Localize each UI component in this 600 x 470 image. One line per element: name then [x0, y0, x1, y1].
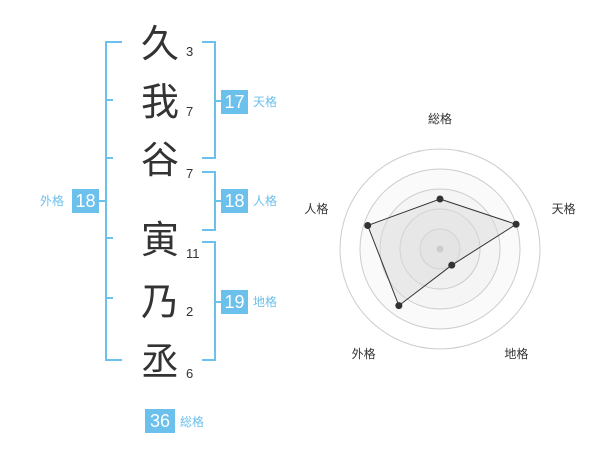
name-char-4: 寅	[140, 218, 179, 262]
radar-axis-label-3: 外格	[352, 346, 376, 361]
radar-point-4	[364, 222, 372, 230]
name-char-1: 久	[140, 22, 179, 66]
stroke-count-3: 7	[186, 166, 194, 181]
stroke-count-2: 7	[186, 104, 194, 119]
radar-axis-label-4: 人格	[304, 201, 328, 216]
tenkaku-value: 17	[221, 90, 248, 114]
chikaku-value: 19	[221, 290, 248, 314]
name-char-5: 乃	[140, 280, 179, 324]
soukaku-value: 36	[145, 409, 175, 433]
name-char-6: 丞	[140, 340, 179, 384]
stroke-count-5: 2	[186, 304, 194, 319]
radar-point-2	[448, 261, 456, 269]
stroke-count-1: 3	[186, 44, 194, 59]
radar-axis-label-1: 天格	[552, 201, 576, 216]
tenkaku-label: 天格	[253, 95, 278, 109]
soukaku-label: 総格	[180, 415, 205, 429]
chikaku-label: 地格	[253, 295, 278, 309]
radar-points	[364, 195, 520, 310]
stroke-count-4: 11	[186, 246, 200, 261]
gaikaku-label: 外格	[40, 194, 65, 208]
radar-point-0	[436, 195, 444, 203]
radar-polygon	[367, 198, 518, 307]
name-char-3: 谷	[140, 138, 179, 182]
radar-axis-label-0: 総格	[428, 111, 452, 126]
name-char-2: 我	[140, 80, 179, 124]
radar-axis-label-2: 地格	[504, 346, 528, 361]
radar-point-1	[512, 220, 520, 228]
jinkaku-value: 18	[221, 189, 248, 213]
gaikaku-value: 18	[72, 189, 99, 213]
radar-center-dot	[436, 245, 444, 253]
jinkaku-label: 人格	[253, 194, 278, 208]
radar-point-3	[395, 302, 403, 310]
stroke-count-6: 6	[186, 366, 194, 381]
